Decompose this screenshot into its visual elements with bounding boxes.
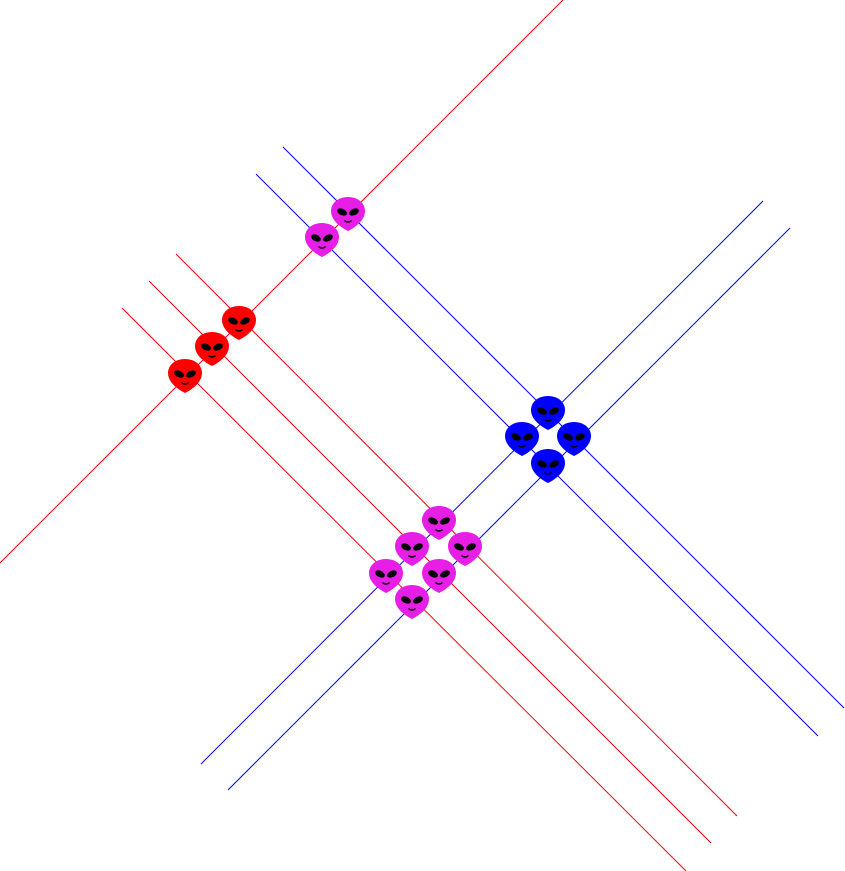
blue-alien-icon — [556, 421, 592, 456]
red-alien-icon — [167, 358, 203, 393]
alien-markers — [167, 196, 592, 619]
blue-alien-icon — [504, 421, 540, 456]
magenta-alien-icon — [394, 584, 430, 619]
magenta-alien-icon — [330, 196, 366, 231]
magenta-alien-icon — [421, 505, 457, 540]
red-alien-icon — [194, 331, 230, 366]
blue-diagonal-up-1-line — [200, 200, 764, 765]
blue-alien-icon — [530, 395, 566, 430]
red-diagonal-up-line — [0, 0, 564, 564]
magenta-alien-icon — [447, 531, 483, 566]
magenta-alien-icon — [368, 558, 404, 593]
magenta-alien-icon — [421, 558, 457, 593]
blue-diagonal-up-2-line — [227, 227, 791, 791]
red-alien-icon — [221, 305, 257, 340]
magenta-alien-icon — [394, 531, 430, 566]
